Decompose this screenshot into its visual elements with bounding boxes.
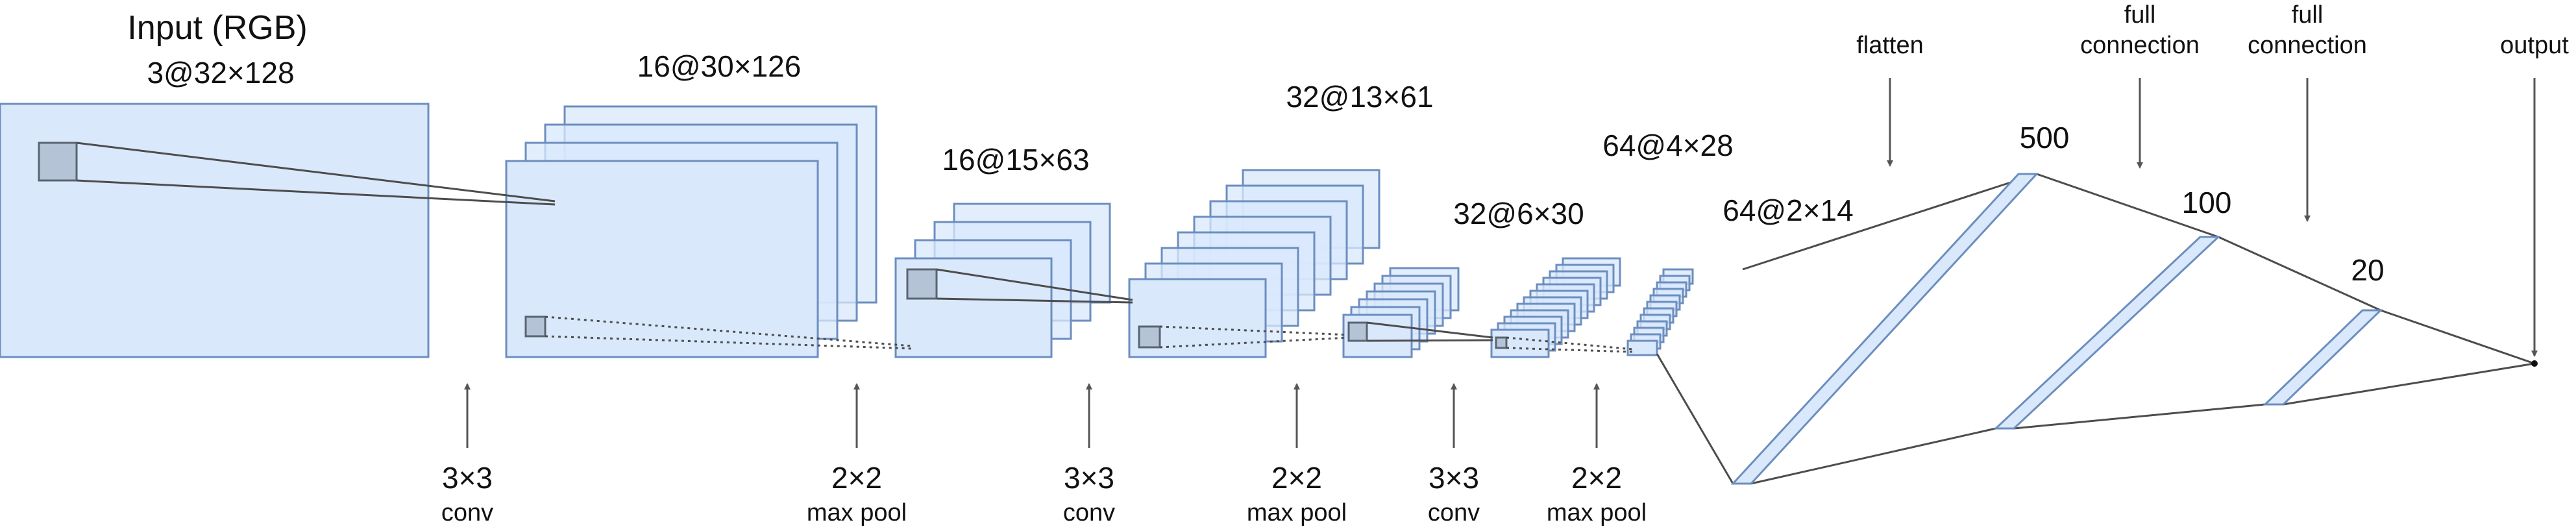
layer-label-pool1: 16@15×63	[942, 143, 1089, 177]
op-4-sub: max pool	[1247, 499, 1347, 526]
connection-500-100-top	[2036, 173, 2219, 238]
op-3-sub: conv	[1063, 499, 1115, 526]
pool3-maps	[1626, 268, 1694, 356]
pool2-maps-map-1	[1490, 328, 1550, 358]
projection-conv1-bottom	[545, 335, 913, 350]
op-2-main: 2×2	[831, 461, 882, 495]
op-6-sub: max pool	[1547, 499, 1647, 526]
full-connection-1-line1: full	[2124, 1, 2156, 29]
dense-label-500: 500	[2020, 121, 2070, 154]
operation-arrows	[464, 78, 2538, 448]
projection-input-top	[76, 142, 556, 203]
kernel-pool1	[906, 268, 938, 300]
connection-flatten-500-top	[1742, 173, 2037, 271]
op-6-main: 2×2	[1571, 461, 1622, 495]
op-1-main: 3×3	[442, 461, 493, 495]
conv1-maps-map-1	[505, 160, 819, 358]
layer-label-conv2: 32@13×61	[1286, 80, 1433, 114]
connection-100-20-top	[2218, 236, 2381, 312]
projection-conv1-top	[545, 315, 913, 347]
feature-map-stacks	[0, 103, 1694, 358]
dense-100	[1993, 236, 2221, 430]
layer-label-conv1: 16@30×126	[637, 49, 802, 83]
output-node	[2531, 360, 2538, 367]
kernel-conv3	[1347, 321, 1368, 342]
connection-100-20-bottom	[2013, 403, 2266, 430]
connection-20-output-bottom	[2283, 362, 2535, 406]
connection-500-100-bottom	[1750, 427, 1996, 485]
dense-label-20: 20	[2351, 253, 2384, 287]
connection-flatten-500-bottom	[1656, 353, 1734, 484]
projection-pool1-bottom	[936, 297, 1133, 304]
layer-label-pool3: 64@2×14	[1723, 193, 1853, 227]
projection-pool2-bottom	[1506, 347, 1633, 353]
layer-label-pool2: 64@4×28	[1602, 129, 1733, 162]
conv1-maps	[505, 105, 877, 358]
dense-label-100: 100	[2182, 186, 2232, 219]
pool2-maps	[1490, 257, 1621, 358]
dense-20	[2263, 309, 2383, 406]
projection-pool1-top	[936, 268, 1133, 301]
dense-layers	[1656, 173, 2538, 485]
connection-20-output-top	[2380, 309, 2535, 365]
op-3-main: 3×3	[1064, 461, 1114, 495]
op-1-sub: conv	[441, 499, 493, 526]
conv2-maps	[1128, 169, 1380, 358]
kernel-pool2	[1495, 336, 1508, 349]
layer-label-input: 3@32×128	[147, 56, 294, 90]
projection-conv3-top	[1366, 321, 1493, 339]
op-5-main: 3×3	[1429, 461, 1479, 495]
op-5-sub: conv	[1428, 499, 1480, 526]
pool3-maps-map-1	[1626, 340, 1658, 356]
full-connection-2-line2: connection	[2248, 32, 2367, 59]
projection-pool2-top	[1506, 336, 1633, 351]
kernel-conv2	[1138, 325, 1161, 349]
layer-label-conv3: 32@6×30	[1453, 197, 1584, 230]
full-connection-2-line1: full	[2292, 1, 2324, 29]
kernel-conv1	[524, 315, 546, 338]
output-label: output	[2500, 32, 2569, 59]
kernel-projections	[38, 142, 1633, 353]
kernel-input	[38, 142, 78, 182]
projection-conv3-bottom	[1366, 339, 1493, 342]
projection-input-bottom	[76, 179, 556, 206]
full-connection-1-line2: connection	[2080, 32, 2200, 59]
flatten-label: flatten	[1856, 32, 1924, 59]
op-4-main: 2×2	[1271, 461, 1322, 495]
conv3-maps	[1342, 267, 1460, 358]
op-2-sub: max pool	[807, 499, 907, 526]
dense-500	[1730, 173, 2039, 485]
input-title: Input (RGB)	[127, 9, 307, 47]
